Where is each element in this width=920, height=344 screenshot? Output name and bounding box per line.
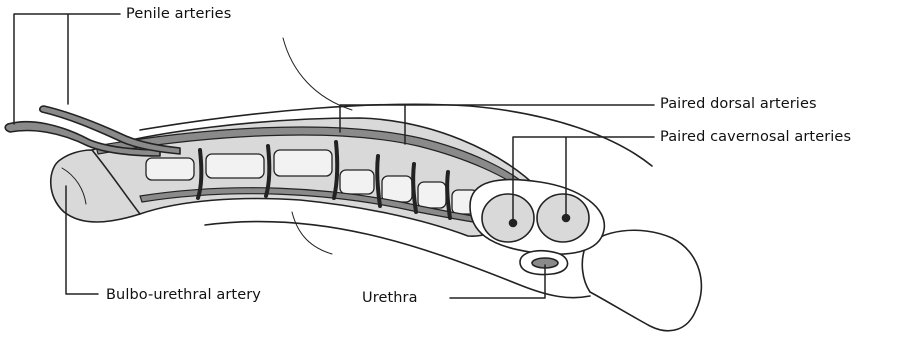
scrotum-contour xyxy=(292,212,332,254)
leader-penile-arteries xyxy=(14,14,120,124)
cross-section-left-cavernosum xyxy=(482,194,534,242)
label-paired-cavernosal-arteries: Paired cavernosal arteries xyxy=(660,129,851,145)
glans xyxy=(582,230,701,330)
thigh-contour xyxy=(283,38,352,110)
label-urethra: Urethra xyxy=(362,290,418,306)
label-bulbo-urethral-artery: Bulbo-urethral artery xyxy=(106,287,261,303)
label-paired-dorsal-arteries: Paired dorsal arteries xyxy=(660,96,817,112)
label-penile-arteries: Penile arteries xyxy=(126,6,231,22)
